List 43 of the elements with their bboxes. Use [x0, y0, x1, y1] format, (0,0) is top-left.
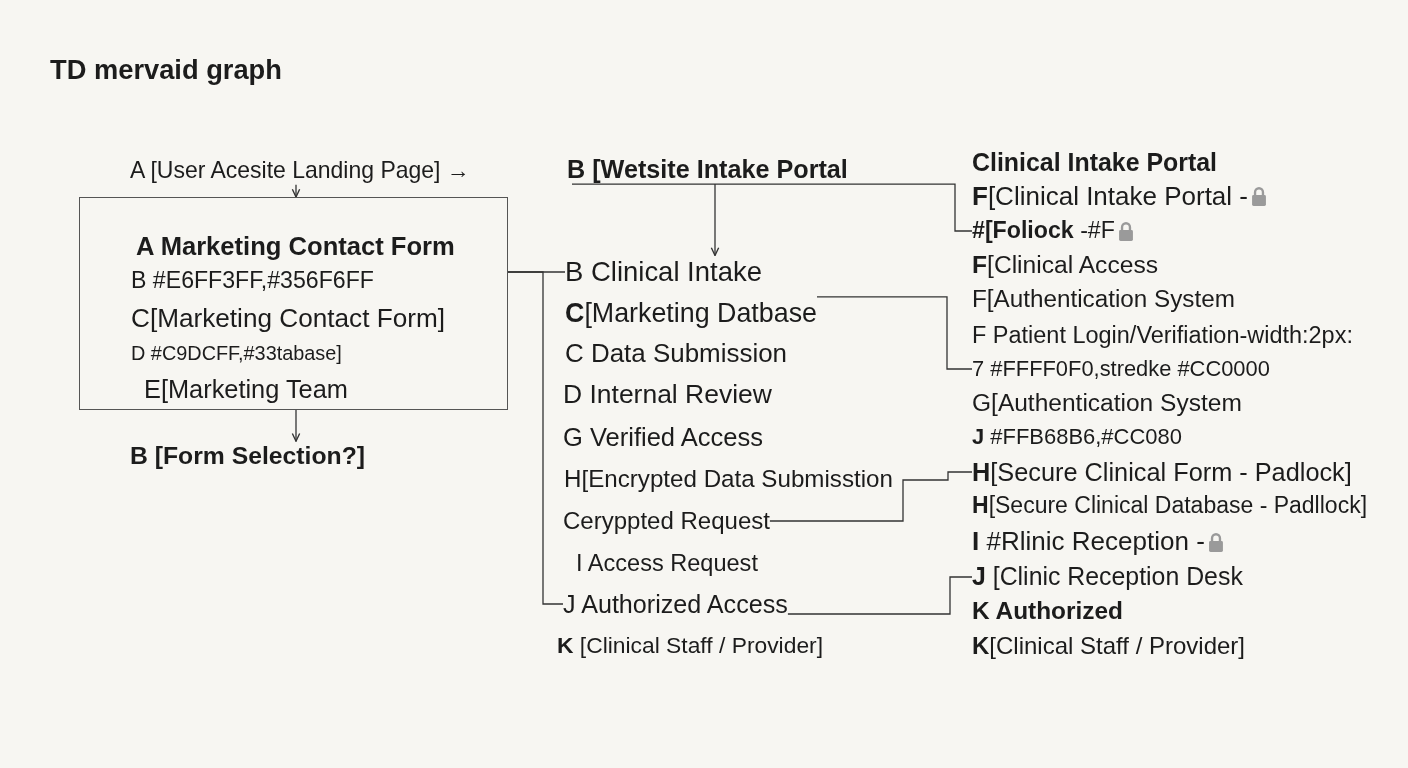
text-label: G Verified Access: [563, 421, 763, 453]
text-label: F[Clinical Access: [972, 250, 1158, 280]
text-label: F[Authentication System: [972, 284, 1235, 314]
connector-line: [507, 271, 564, 605]
text-label: C Data Submission: [565, 338, 787, 370]
box-text: B #E6FF3FF,#356F6FF: [131, 267, 374, 295]
process-box: [79, 197, 508, 410]
text-label: G[Authentication System: [972, 388, 1242, 418]
connector-line: [571, 183, 973, 232]
text-label: K[Clinical Staff / Provider]: [972, 631, 1245, 661]
text-label: K [Clinical Staff / Provider]: [557, 632, 823, 660]
text-label: H[Encrypted Data Submisstion: [564, 464, 893, 494]
node-text: #[Foliock -#F: [972, 217, 1115, 245]
box-text: D #C9DCFF,#33tabase]: [131, 342, 342, 366]
connector-line: [769, 471, 973, 522]
box-text: E[Marketing Team: [144, 373, 348, 405]
node-text: J [Clinic Reception Desk: [972, 562, 1243, 592]
connector-line: [787, 576, 973, 615]
node-text: A [User Acesite Landing Page] →: [130, 157, 470, 185]
text-label: D Internal Review: [563, 379, 772, 411]
text-label: F[Clinical Intake Portal -: [972, 181, 1248, 213]
node-text: J Authorized Access: [563, 588, 788, 620]
text-label: I Access Request: [576, 548, 758, 578]
text-label: F Patient Login/Verifiation-width:2px:: [972, 320, 1353, 350]
text-label: H[Secure Clinical Database - Padllock]: [972, 492, 1368, 520]
text-label: K Authorized: [972, 596, 1123, 626]
arrow: [291, 409, 301, 442]
node-text: B Clinical Intake: [565, 255, 762, 289]
arrow: [291, 184, 301, 198]
box-text: C[Marketing Contact Form]: [131, 303, 445, 335]
node-text: 7 #FFFF0F0,stredke #CC0000: [972, 355, 1270, 383]
box-heading: A Marketing Contact Form: [136, 230, 455, 262]
node-text: H[Secure Clinical Form - Padlock]: [972, 456, 1352, 488]
text-label: Clinical Intake Portal: [972, 148, 1217, 178]
node-text: B [Wetsite Intake Portal: [567, 153, 848, 185]
node-text: B [Form Selection?]: [130, 441, 365, 471]
node-text: Ceryppted Request: [563, 506, 770, 536]
text-label: J #FFB68B6,#CC080: [972, 423, 1182, 451]
diagram-title: TD mervaid graph: [50, 53, 282, 87]
connector-line: [816, 296, 973, 370]
arrow: [710, 183, 720, 257]
text-label: I #Rlinic Reception -: [972, 526, 1205, 558]
node-text: C[Marketing Datbase: [565, 296, 817, 330]
